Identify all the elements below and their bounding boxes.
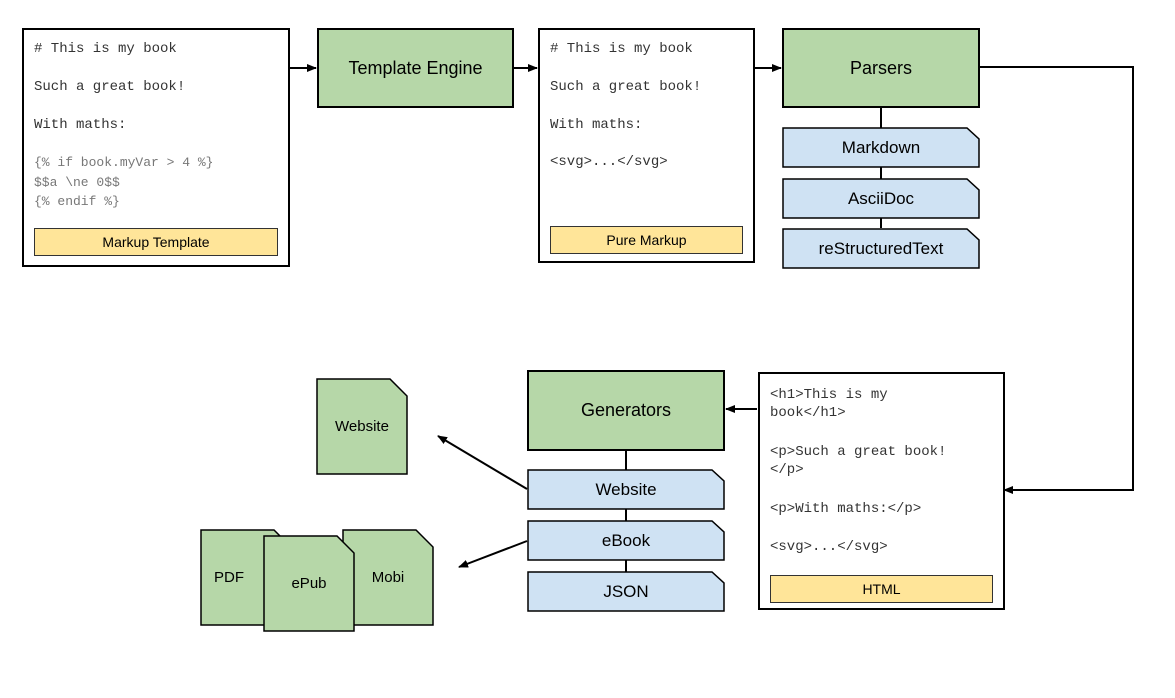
stage-label: Generators <box>580 400 672 420</box>
tag-shape <box>782 178 980 219</box>
doc-line: <svg>...</svg> <box>770 539 888 555</box>
doc-line: $$a \ne 0$$ <box>34 175 120 190</box>
template-engine-box: Template Engine <box>317 28 514 108</box>
doc-line: </p> <box>770 462 804 478</box>
doc-line: <p>With maths:</p> <box>770 501 922 517</box>
html-doc: <h1>This is my book</h1> <p>Such a great… <box>758 372 1005 610</box>
arrow-parsers-to-html <box>980 66 1134 494</box>
output-doc-shape <box>263 535 355 632</box>
doc-line: Such a great book! <box>34 79 186 95</box>
parsers-box: Parsers <box>782 28 980 108</box>
output-mobi-doc: Mobi <box>342 529 434 626</box>
generator-ebook-tag: eBook <box>527 520 725 561</box>
doc-line: Such a great book! <box>550 79 702 95</box>
pure-markup-doc: # This is my book Such a great book! Wit… <box>538 28 755 263</box>
parser-restructuredtext-tag: reStructuredText <box>782 228 980 269</box>
doc-line: With maths: <box>34 117 127 133</box>
tag-shape <box>782 127 980 168</box>
doc-caption: Markup Template <box>34 228 278 256</box>
generator-website-tag: Website <box>527 469 725 510</box>
tag-label: Website <box>595 479 657 499</box>
stage-label: Parsers <box>849 57 912 78</box>
tag-label: reStructuredText <box>818 238 944 258</box>
tag-shape <box>782 228 980 269</box>
doc-line: With maths: <box>550 117 643 133</box>
output-label: Website <box>335 418 389 435</box>
tag-label: AsciiDoc <box>847 188 915 208</box>
doc-line: <svg>...</svg> <box>550 154 668 170</box>
tag-label: eBook <box>601 530 651 550</box>
output-doc-shape <box>316 378 408 475</box>
output-label: PDF <box>214 569 244 586</box>
doc-line: # This is my book <box>34 41 177 57</box>
doc-line: book</h1> <box>770 405 846 421</box>
doc-line: # This is my book <box>550 41 693 57</box>
arrow-ebook-generator-to-ebooks <box>458 540 528 568</box>
generator-json-tag: JSON <box>527 571 725 612</box>
generators-box: Generators <box>527 370 725 451</box>
doc-line: <p>Such a great book! <box>770 444 947 460</box>
arrow-website-generator-to-website <box>437 435 528 490</box>
parser-asciidoc-tag: AsciiDoc <box>782 178 980 219</box>
doc-caption: Pure Markup <box>550 226 743 254</box>
output-label: ePub <box>291 575 327 592</box>
tag-shape <box>527 520 725 561</box>
parser-markdown-tag: Markdown <box>782 127 980 168</box>
doc-line: {% if book.myVar > 4 %} <box>34 155 214 170</box>
doc-line: {% endif %} <box>34 194 120 209</box>
tag-label: JSON <box>603 581 649 601</box>
tag-shape <box>527 571 725 612</box>
output-website-doc: Website <box>316 378 408 475</box>
output-label: Mobi <box>371 569 405 586</box>
doc-caption: HTML <box>770 575 993 603</box>
doc-line: <h1>This is my <box>770 387 888 403</box>
tag-label: Markdown <box>841 137 921 157</box>
tag-shape <box>527 469 725 510</box>
output-epub-doc: ePub <box>263 535 355 632</box>
stage-label: Template Engine <box>348 57 483 78</box>
markup-template-doc: # This is my book Such a great book! Wit… <box>22 28 290 267</box>
